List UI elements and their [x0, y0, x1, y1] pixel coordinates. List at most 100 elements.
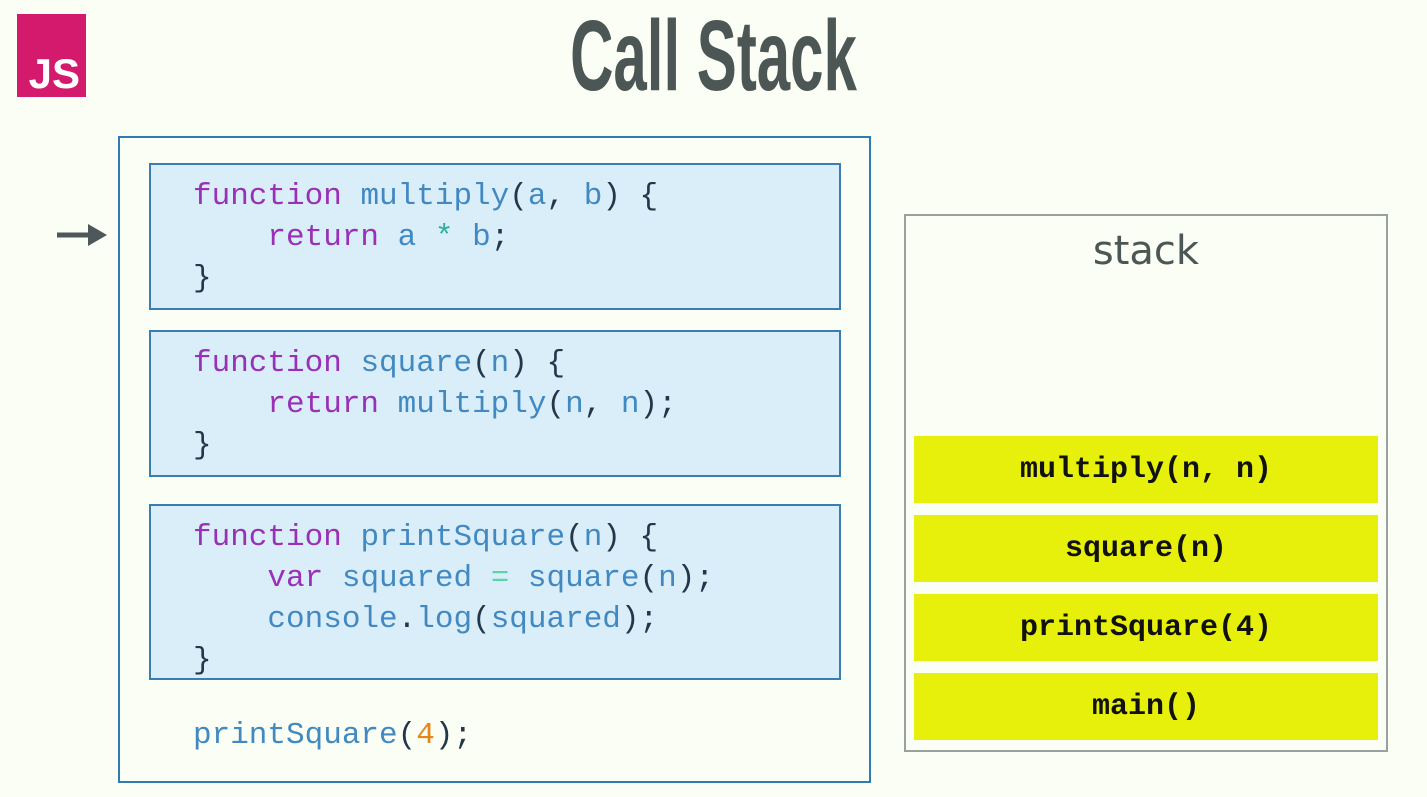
code-token: printSquare	[360, 520, 566, 555]
code-token: n	[565, 387, 584, 422]
code-token	[342, 346, 361, 381]
code-token: {	[639, 179, 659, 214]
stack-frame: multiply(n, n)	[914, 436, 1378, 503]
code-box-printsquare: function printSquare(n) { var squared = …	[149, 504, 841, 680]
code-line: console.log(squared);	[193, 599, 839, 640]
code-token: b	[472, 220, 491, 255]
code-token: multiply	[360, 179, 510, 214]
call-line: printSquare(4);	[193, 715, 472, 756]
code-line: var squared = square(n);	[193, 558, 839, 599]
code-token	[472, 561, 491, 596]
code-token: a	[527, 179, 547, 214]
code-line: }	[193, 640, 839, 681]
code-token	[528, 346, 547, 381]
code-line: }	[193, 258, 839, 299]
code-token: )	[639, 387, 659, 422]
code-token: ;	[490, 220, 510, 255]
code-token	[193, 561, 267, 596]
code-line: function multiply(a, b) {	[193, 176, 839, 217]
code-token: log	[416, 602, 473, 637]
code-line: function square(n) {	[193, 343, 839, 384]
code-token: (	[639, 561, 659, 596]
execution-arrow-icon	[57, 224, 107, 246]
code-token: n	[583, 520, 603, 555]
code-token: }	[193, 261, 212, 296]
stack-label: stack	[1092, 228, 1200, 274]
code-line: return a * b;	[193, 217, 839, 258]
code-token: function	[193, 346, 342, 381]
code-token: ;	[695, 561, 714, 596]
code-token	[193, 387, 267, 422]
code-box-multiply: function multiply(a, b) { return a * b;}	[149, 163, 841, 310]
code-token: printSquare	[193, 718, 398, 753]
code-token: )	[434, 718, 454, 753]
code-token: }	[193, 643, 212, 678]
code-token: function	[193, 179, 342, 214]
code-line: }	[193, 425, 839, 466]
page-title: Call Stack	[570, 0, 857, 112]
code-token	[509, 561, 528, 596]
code-token: multiply	[397, 387, 547, 422]
code-token: ;	[639, 602, 659, 637]
code-token: )	[602, 179, 621, 214]
code-token: )	[676, 561, 696, 596]
code-token: (	[472, 346, 491, 381]
js-logo-label: JS	[28, 50, 80, 97]
code-token: {	[546, 346, 566, 381]
code-token	[565, 179, 584, 214]
stack-frame: main()	[914, 673, 1378, 740]
code-token: (	[472, 602, 491, 637]
code-token: square	[527, 561, 640, 596]
code-token: (	[397, 718, 417, 753]
code-token: .	[397, 602, 417, 637]
code-token	[323, 561, 342, 596]
code-token	[453, 220, 472, 255]
code-token: return	[267, 220, 380, 255]
code-token	[621, 179, 640, 214]
code-token: return	[267, 387, 380, 422]
code-token: (	[546, 387, 566, 422]
code-token	[379, 220, 398, 255]
code-token: ;	[658, 387, 677, 422]
code-token: n	[658, 561, 677, 596]
code-token	[193, 602, 267, 637]
code-token	[193, 220, 267, 255]
code-token: var	[267, 561, 324, 596]
code-token: square	[360, 346, 473, 381]
code-token	[602, 387, 621, 422]
code-token: {	[639, 520, 659, 555]
code-token: 4	[416, 718, 435, 753]
code-token: (	[565, 520, 584, 555]
code-token: (	[509, 179, 528, 214]
code-token: n	[490, 346, 510, 381]
stack-frames: multiply(n, n)square(n)printSquare(4)mai…	[914, 436, 1378, 740]
code-panel: function multiply(a, b) { return a * b;}…	[118, 136, 871, 783]
code-token: b	[583, 179, 603, 214]
code-token: function	[193, 520, 342, 555]
code-box-square: function square(n) { return multiply(n, …	[149, 330, 841, 477]
code-token: }	[193, 428, 212, 463]
code-token: n	[620, 387, 640, 422]
code-token: console	[267, 602, 398, 637]
js-logo: JS	[17, 14, 86, 97]
code-token: ,	[546, 179, 566, 214]
code-token	[416, 220, 435, 255]
code-line: return multiply(n, n);	[193, 384, 839, 425]
code-token: )	[602, 520, 621, 555]
code-token: )	[509, 346, 528, 381]
code-line: function printSquare(n) {	[193, 517, 839, 558]
code-token	[621, 520, 640, 555]
code-token	[342, 520, 361, 555]
code-token: *	[434, 220, 454, 255]
code-token: a	[397, 220, 417, 255]
code-token	[379, 387, 398, 422]
code-token	[342, 179, 361, 214]
stack-frame: printSquare(4)	[914, 594, 1378, 661]
code-token: )	[620, 602, 640, 637]
code-token: ;	[453, 718, 473, 753]
code-token: squared	[341, 561, 473, 596]
code-token: =	[490, 561, 510, 596]
stack-panel: stack multiply(n, n)square(n)printSquare…	[904, 214, 1388, 752]
code-token: ,	[583, 387, 603, 422]
